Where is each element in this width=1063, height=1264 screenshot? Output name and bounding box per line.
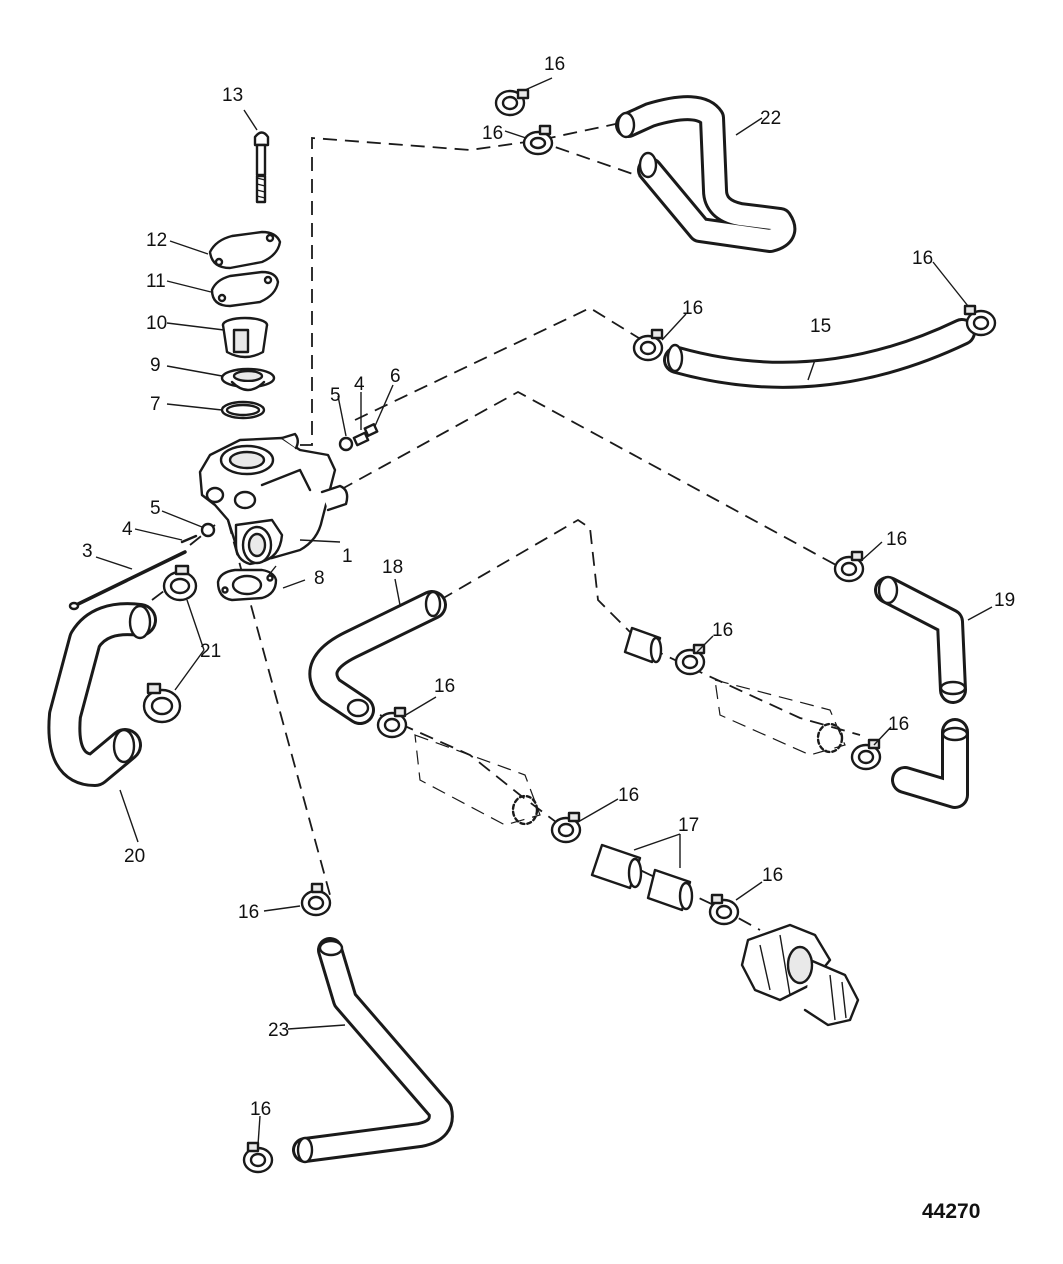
clamp-21-lower xyxy=(142,682,182,724)
callout-16-k: 16 xyxy=(238,902,259,923)
callout-3: 3 xyxy=(82,541,93,562)
callout-19: 19 xyxy=(994,590,1015,611)
callout-16-g: 16 xyxy=(434,676,455,697)
clamp-16-d xyxy=(963,304,997,337)
callout-6: 6 xyxy=(390,366,401,387)
callout-20: 20 xyxy=(124,846,145,867)
callout-16-h: 16 xyxy=(888,714,909,735)
part-10-sleeve xyxy=(221,316,269,359)
part-19-hose xyxy=(874,575,969,809)
part-4-6-fitting-upper xyxy=(352,423,379,447)
callout-16-a: 16 xyxy=(544,54,565,75)
pump-outline-upper xyxy=(714,679,846,756)
clamp-16-e xyxy=(833,550,865,583)
part-4-pin-lower xyxy=(180,534,198,544)
pump-outline-lower xyxy=(414,734,541,826)
part-5-plug-upper xyxy=(338,436,354,452)
clamp-16-i xyxy=(550,811,582,844)
callout-15: 15 xyxy=(810,316,831,337)
callout-8: 8 xyxy=(314,568,325,589)
clamp-21-upper xyxy=(162,564,198,602)
part-7-o-ring xyxy=(220,400,266,420)
callout-4-upper: 4 xyxy=(354,374,365,395)
clamp-16-f xyxy=(674,643,706,676)
figure-number: 44270 xyxy=(922,1200,980,1223)
callout-23: 23 xyxy=(268,1020,289,1041)
part-13-bolt xyxy=(253,131,270,204)
part-8-gasket xyxy=(216,568,278,602)
part-20-hose xyxy=(47,602,157,787)
part-15-hose xyxy=(663,318,976,389)
clamp-16-a xyxy=(494,88,530,117)
clamp-16-g xyxy=(376,706,408,739)
callout-labels: 1 3 4 4 5 5 6 7 8 9 10 11 12 13 15 17 18… xyxy=(82,54,1015,1120)
part-1-thermostat-housing xyxy=(198,432,349,566)
callout-12: 12 xyxy=(146,230,167,251)
part-9-thermostat xyxy=(220,367,276,392)
part-5-plug-lower xyxy=(200,522,216,538)
callout-11: 11 xyxy=(146,271,166,292)
part-17-sleeve-b xyxy=(646,868,694,912)
part-17-sleeve-a xyxy=(590,843,643,890)
part-23-hose xyxy=(292,937,454,1164)
callout-4-lower: 4 xyxy=(122,519,133,540)
callout-1: 1 xyxy=(342,546,353,567)
callout-16-i: 16 xyxy=(618,785,639,806)
callout-16-j: 16 xyxy=(762,865,783,886)
callout-21: 21 xyxy=(200,641,221,662)
callout-5-lower: 5 xyxy=(150,498,161,519)
callout-16-e: 16 xyxy=(886,529,907,550)
clamp-16-k xyxy=(300,882,332,917)
clamp-16-b xyxy=(522,124,554,156)
leader-lines xyxy=(95,77,993,1146)
callout-10: 10 xyxy=(146,313,167,334)
callout-16-c: 16 xyxy=(682,298,703,319)
clamp-16-j xyxy=(708,893,740,926)
part-22-hose xyxy=(615,95,797,253)
callout-16-b: 16 xyxy=(482,123,503,144)
callout-16-d: 16 xyxy=(912,248,933,269)
part-18-hose xyxy=(308,590,447,725)
part-3-rod xyxy=(68,550,187,611)
part-12-cover xyxy=(208,230,282,270)
clamp-16-h xyxy=(850,738,882,771)
callout-18: 18 xyxy=(382,557,403,578)
callout-9: 9 xyxy=(150,355,161,376)
callout-5-upper: 5 xyxy=(330,385,341,406)
callout-16-f: 16 xyxy=(712,620,733,641)
callout-13: 13 xyxy=(222,85,243,106)
clamp-16-l xyxy=(242,1141,274,1174)
callout-16-l: 16 xyxy=(250,1099,271,1120)
clamp-16-c xyxy=(632,328,664,362)
sleeve-upper xyxy=(623,626,663,664)
part-11-gasket xyxy=(210,270,280,308)
callout-22: 22 xyxy=(760,108,781,129)
water-pump xyxy=(740,923,860,1027)
callout-17: 17 xyxy=(678,815,699,836)
callout-7: 7 xyxy=(150,394,161,415)
